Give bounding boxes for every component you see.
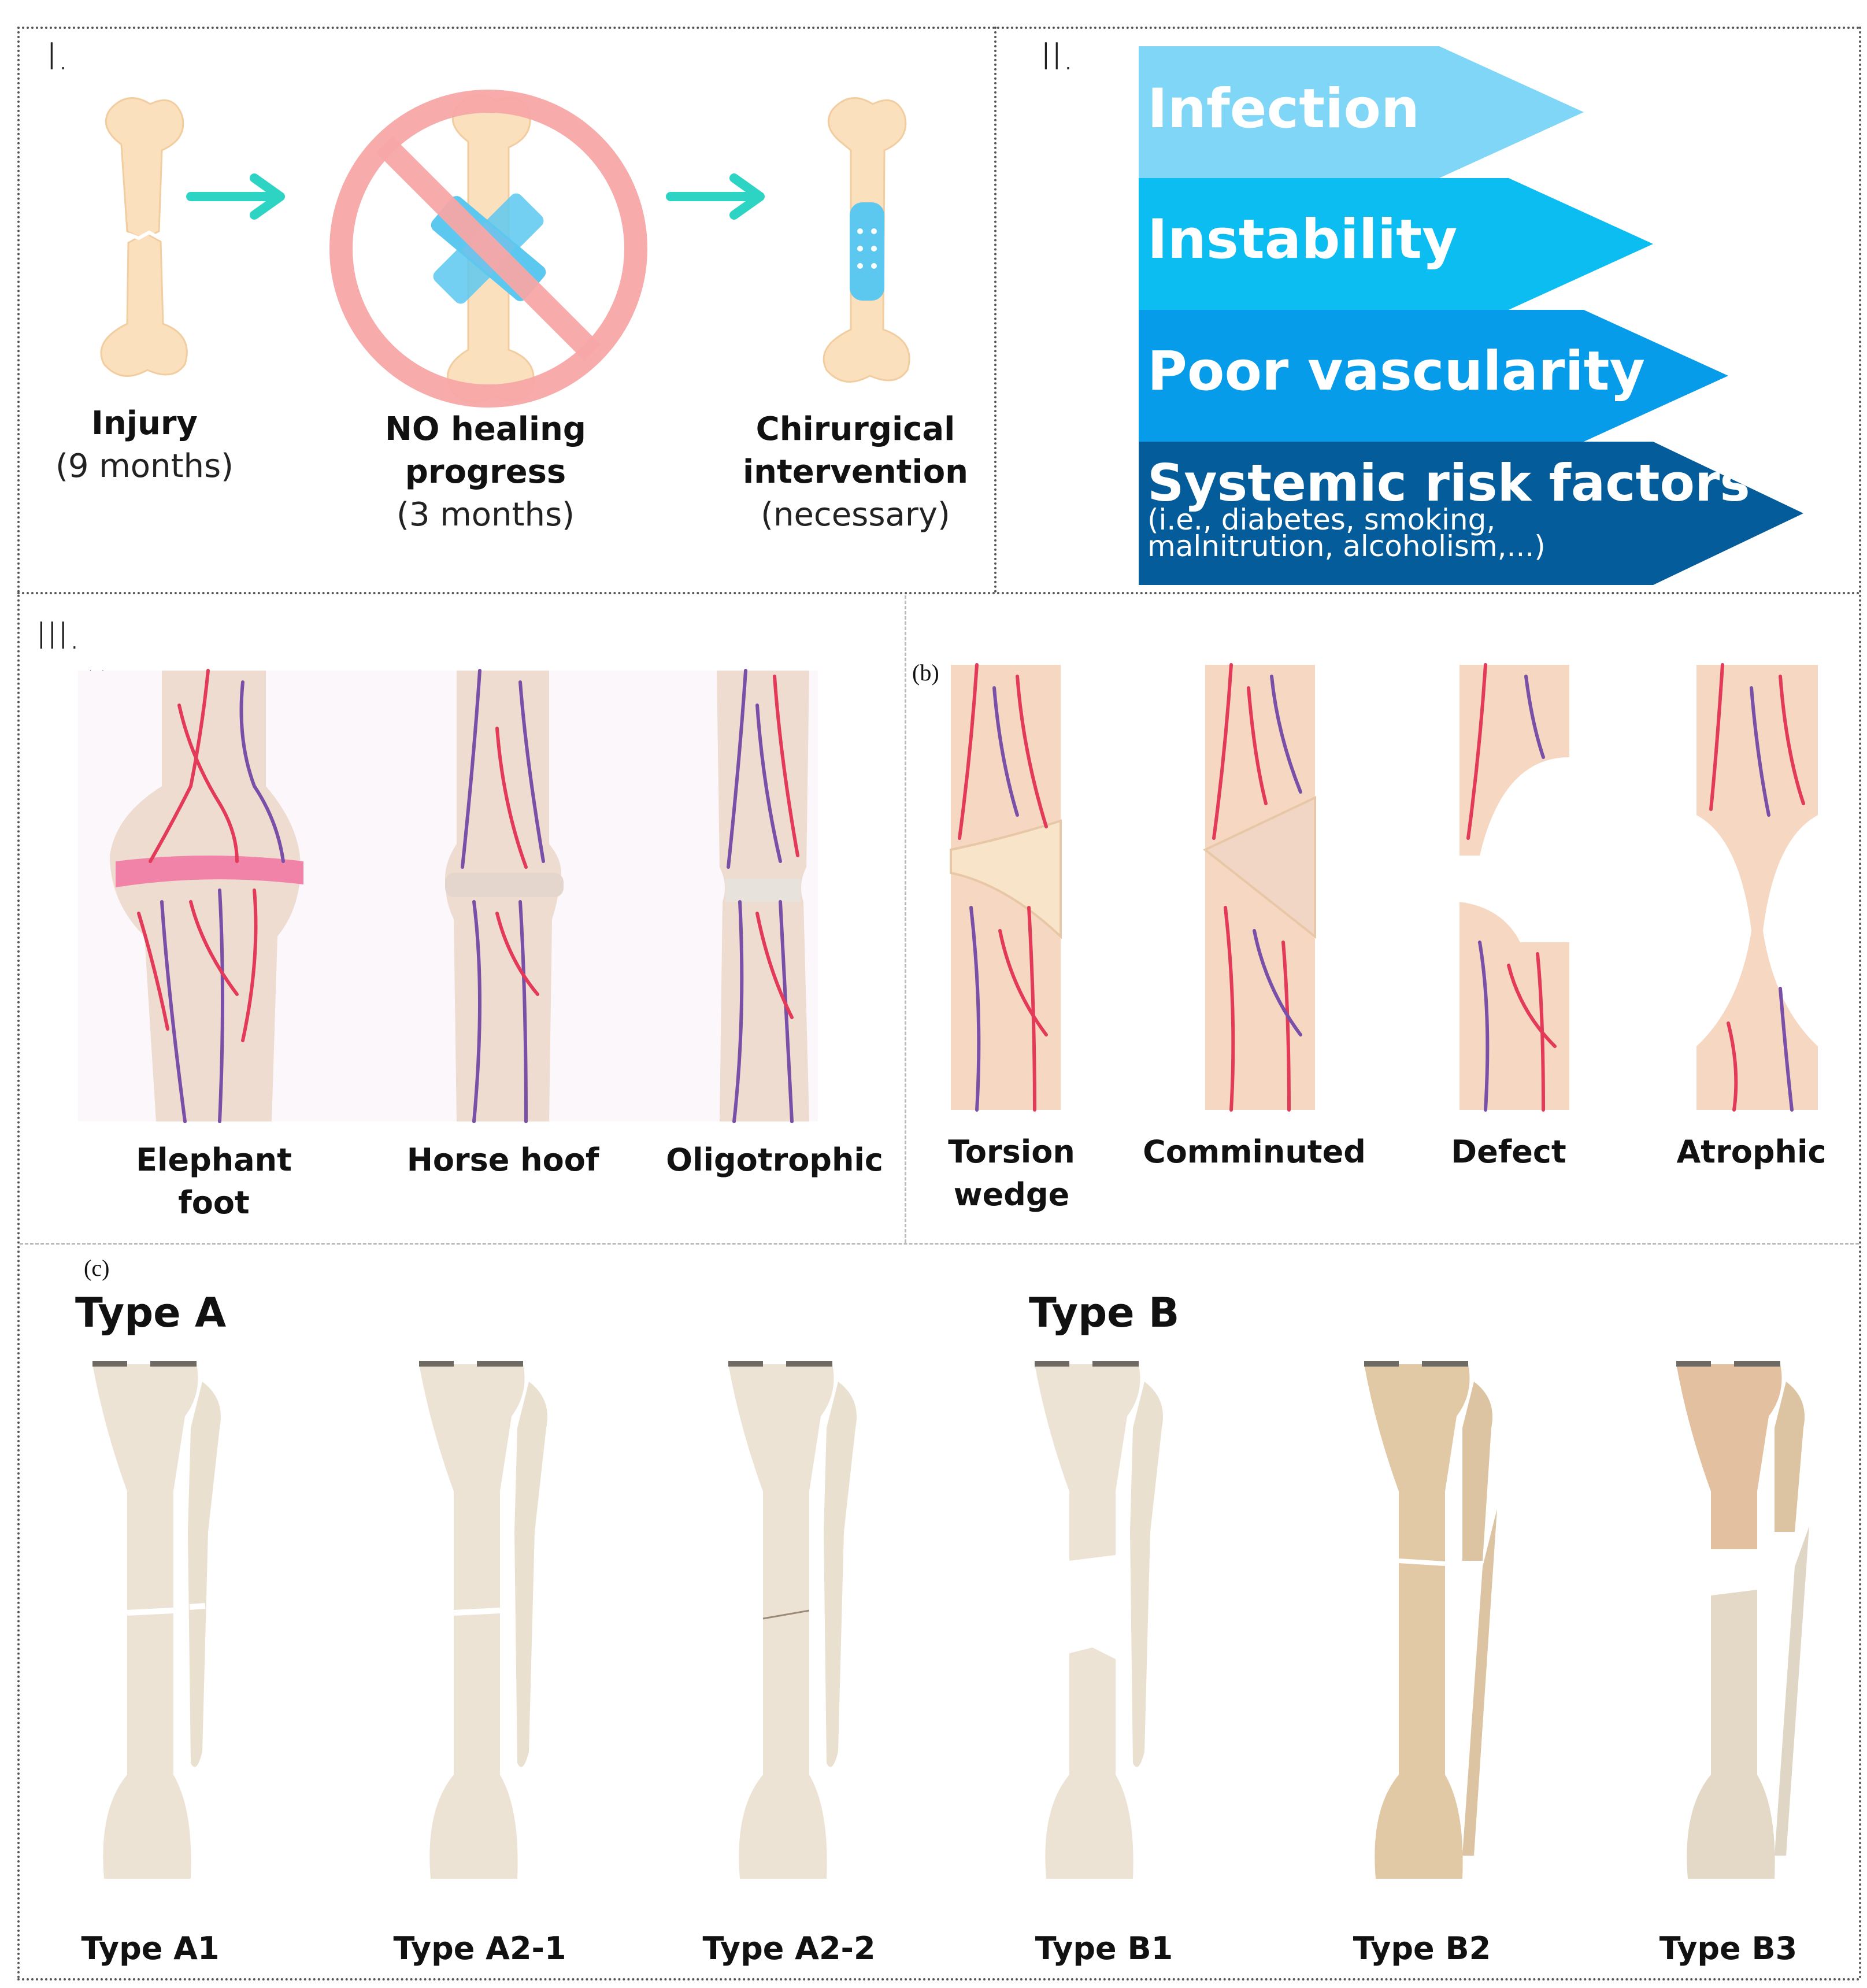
arrow-right-icon xyxy=(186,173,285,220)
type-a2-2-label: Type A2-2 xyxy=(702,1930,876,1967)
tibia-type-a2-2-illustration xyxy=(728,1361,857,1879)
factor-systemic-label: Systemic risk factors xyxy=(1147,453,1750,513)
divider-ab-c xyxy=(20,1243,1859,1245)
figure-frame xyxy=(17,27,1861,1980)
type-comminuted-label: Comminuted xyxy=(1143,1134,1366,1170)
panel-III-label: III. xyxy=(36,615,80,658)
horse-hoof-illustration xyxy=(445,669,564,1123)
type-b3-label: Type B3 xyxy=(1659,1930,1798,1967)
panel-II-label: II. xyxy=(1040,36,1075,79)
factor-banner-instability xyxy=(1139,178,1653,310)
torsion-wedge-illustration xyxy=(950,663,1062,1112)
subpanel-b-tag: (b) xyxy=(912,660,939,686)
no-healing-illustration xyxy=(329,90,647,408)
tibia-type-b3-illustration xyxy=(1676,1361,1809,1879)
factor-banner-systemic xyxy=(1139,442,1803,585)
type-atrophic-label: Atrophic xyxy=(1676,1134,1827,1170)
subpanel-c-tag: (c) xyxy=(84,1255,110,1281)
type-a1-label: Type A1 xyxy=(81,1930,220,1967)
intervention-bone-illustration xyxy=(823,97,910,383)
broken-bone-illustration xyxy=(100,97,188,377)
type-defect-label: Defect xyxy=(1451,1134,1566,1170)
divider-I-II xyxy=(994,27,997,593)
step-no-healing-label: NO healing progress (3 months) xyxy=(385,410,586,534)
factor-poor-vascularity-label: Poor vascularity xyxy=(1147,340,1645,403)
type-horse-hoof-label: Horse hoof xyxy=(406,1142,599,1178)
arrow-right-icon xyxy=(666,173,765,220)
elephant-foot-illustration xyxy=(110,669,303,1123)
factor-banner-poor-vascularity xyxy=(1139,310,1728,442)
divider-a-b xyxy=(905,595,906,1243)
type-b2-label: Type B2 xyxy=(1353,1930,1491,1967)
factor-systemic-detail: (i.e., diabetes, smoking, malnitrution, … xyxy=(1147,503,1546,563)
type-elephant-foot-label: Elephant foot xyxy=(136,1142,292,1221)
group-type-b-heading: Type B xyxy=(1029,1289,1180,1337)
factor-infection-label: Infection xyxy=(1147,77,1420,140)
oligotrophic-illustration xyxy=(717,669,809,1123)
type-torsion-wedge-label: Torsion wedge xyxy=(948,1134,1075,1213)
panel-I-label: I. xyxy=(46,36,69,79)
type-a2-1-label: Type A2-1 xyxy=(393,1930,566,1967)
type-oligotrophic-label: Oligotrophic xyxy=(666,1142,883,1178)
tibia-type-a2-1-illustration xyxy=(419,1361,547,1879)
tibia-type-a1-illustration xyxy=(92,1361,221,1879)
tibia-type-b2-illustration xyxy=(1364,1361,1497,1879)
group-type-a-heading: Type A xyxy=(75,1289,227,1337)
type-b1-label: Type B1 xyxy=(1035,1930,1173,1967)
factor-instability-label: Instability xyxy=(1147,208,1458,271)
tibia-type-b1-illustration xyxy=(1035,1361,1163,1879)
divider-top-row xyxy=(17,592,1861,594)
comminuted-illustration xyxy=(1203,663,1316,1112)
defect-illustration xyxy=(1459,663,1569,1112)
step-injury-label: Injury (9 months) xyxy=(55,405,234,485)
factor-banner-infection xyxy=(1139,46,1584,178)
atrophic-illustration xyxy=(1696,663,1818,1112)
step-intervention-label: Chirurgical intervention (necessary) xyxy=(742,410,969,534)
